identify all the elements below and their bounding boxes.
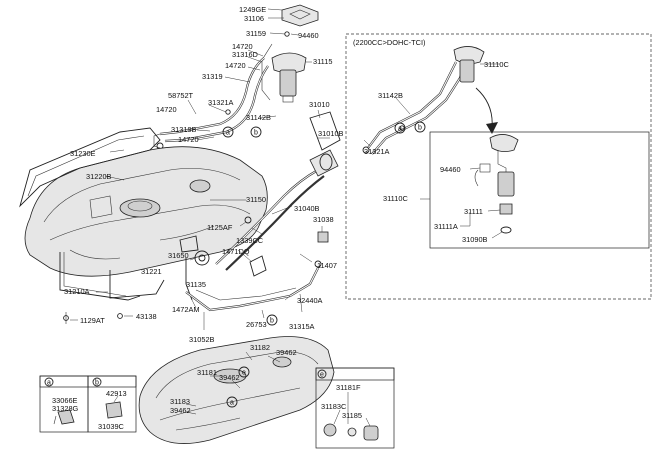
part-31142B-b: 31142B [378, 91, 403, 100]
part-31183: 31183 [170, 397, 190, 406]
part-31319B: 31319B [171, 125, 197, 134]
part-31210A: 31210A [64, 287, 90, 296]
part-31181F: 31181F [336, 383, 361, 392]
callout-b-1 [250, 126, 262, 138]
part-1125AF: 1125AF [207, 223, 233, 232]
callout-b-3-text: b [418, 125, 422, 132]
part-31111: 31111 [464, 207, 483, 216]
part-31185: 31185 [342, 411, 362, 420]
callout-b-2 [266, 314, 278, 326]
part-33066E: 33066E [52, 396, 78, 405]
part-31181: 31181 [197, 368, 217, 377]
part-31650: 31650 [168, 251, 189, 260]
legend-box-b [87, 375, 137, 433]
part-94460-a: 94460 [298, 31, 319, 40]
part-14720-c: 14720 [156, 105, 177, 114]
legend-box-a [39, 375, 89, 433]
vent-lines-drawing [185, 253, 322, 330]
part-31142B-a: 31142B [246, 113, 271, 122]
part-26753: 26753 [246, 320, 267, 329]
part-31183C: 31183C [321, 402, 347, 411]
callout-e-1-text: e [242, 370, 246, 377]
part-31321A-a: 31321A [208, 98, 234, 107]
callout-a-2-text: a [230, 400, 234, 407]
fuel-pump-cover-drawing [267, 4, 319, 37]
part-31315A: 31315A [289, 322, 315, 331]
part-31040B: 31040B [294, 204, 320, 213]
part-39462-a: 39462 [276, 348, 297, 357]
fuel-lines-drawing [153, 49, 269, 150]
part-1129AT: 1129AT [80, 316, 105, 325]
variant-box [345, 33, 652, 300]
part-31221: 31221 [141, 267, 162, 276]
part-14720-d: 14720 [178, 135, 199, 144]
legend-box-e [315, 367, 395, 449]
part-31106: 31106 [244, 14, 264, 23]
part-31052B: 31052B [189, 335, 215, 344]
part-31010: 31010 [309, 100, 330, 109]
part-31319: 31319 [202, 72, 223, 81]
part-31115: 31115 [313, 57, 332, 66]
part-14720-a: 14720 [232, 42, 253, 51]
part-11407: 11407 [317, 261, 337, 270]
part-39462-b: 39462 [219, 373, 240, 382]
part-31135: 31135 [186, 280, 206, 289]
legend-a-letter: a [47, 380, 51, 387]
callouts: a b b a e a b a b e [47, 121, 426, 408]
part-43138: 43138 [136, 312, 157, 321]
part-58752T: 58752T [168, 91, 194, 100]
part-31038: 31038 [313, 215, 334, 224]
callout-a-1 [222, 126, 234, 138]
callout-a-2 [226, 396, 238, 408]
fuel-pump-module-drawing [259, 43, 312, 119]
fuel-tank-drawing [19, 127, 268, 277]
callout-b-2-text: b [270, 318, 274, 325]
legend-e-letter: e [320, 372, 324, 379]
part-14720-b: 14720 [225, 61, 246, 70]
part-31150: 31150 [246, 195, 266, 204]
part-1471DQ: 1471DQ [222, 247, 250, 256]
part-1472AM: 1472AM [172, 305, 200, 314]
part-32440A: 32440A [297, 296, 323, 305]
callout-b-3 [414, 121, 426, 133]
callout-a-3-text: a [398, 126, 402, 133]
filler-neck-drawing [179, 109, 341, 277]
part-31220B: 31220B [86, 172, 112, 181]
part-31110C-a: 31110C [484, 60, 509, 69]
callout-b-1-text: b [254, 130, 258, 137]
part-31159: 31159 [246, 29, 266, 38]
part-1339CC: 1339CC [236, 236, 264, 245]
part-39462-c: 39462 [170, 406, 191, 415]
part-31010B: 31010B [318, 129, 344, 138]
part-labels: 1249GE 31106 31159 94460 14720 31316D 14… [52, 5, 509, 431]
callout-e-1 [238, 366, 250, 378]
part-94460-b: 94460 [440, 165, 461, 174]
part-31230E: 31230E [70, 149, 96, 158]
part-31111A: 31111A [434, 222, 458, 231]
callout-a-1-text: a [226, 130, 230, 137]
legend-b-letter: b [95, 380, 99, 387]
lower-tank-drawing [138, 336, 335, 444]
part-1249GE: 1249GE [239, 5, 266, 14]
part-31039C: 31039C [98, 422, 125, 431]
part-31182: 31182 [250, 343, 270, 352]
part-31316D: 31316D [232, 50, 258, 59]
part-31321A-b: 31321A [364, 147, 390, 156]
part-42913: 42913 [106, 389, 127, 398]
part-31090B: 31090B [462, 235, 488, 244]
callout-a-3 [394, 122, 406, 134]
part-31328G: 31328G [52, 404, 79, 413]
part-31110C-b: 31110C [383, 194, 408, 203]
variant-box-title: (2200CC>DOHC-TCI) [353, 38, 425, 47]
